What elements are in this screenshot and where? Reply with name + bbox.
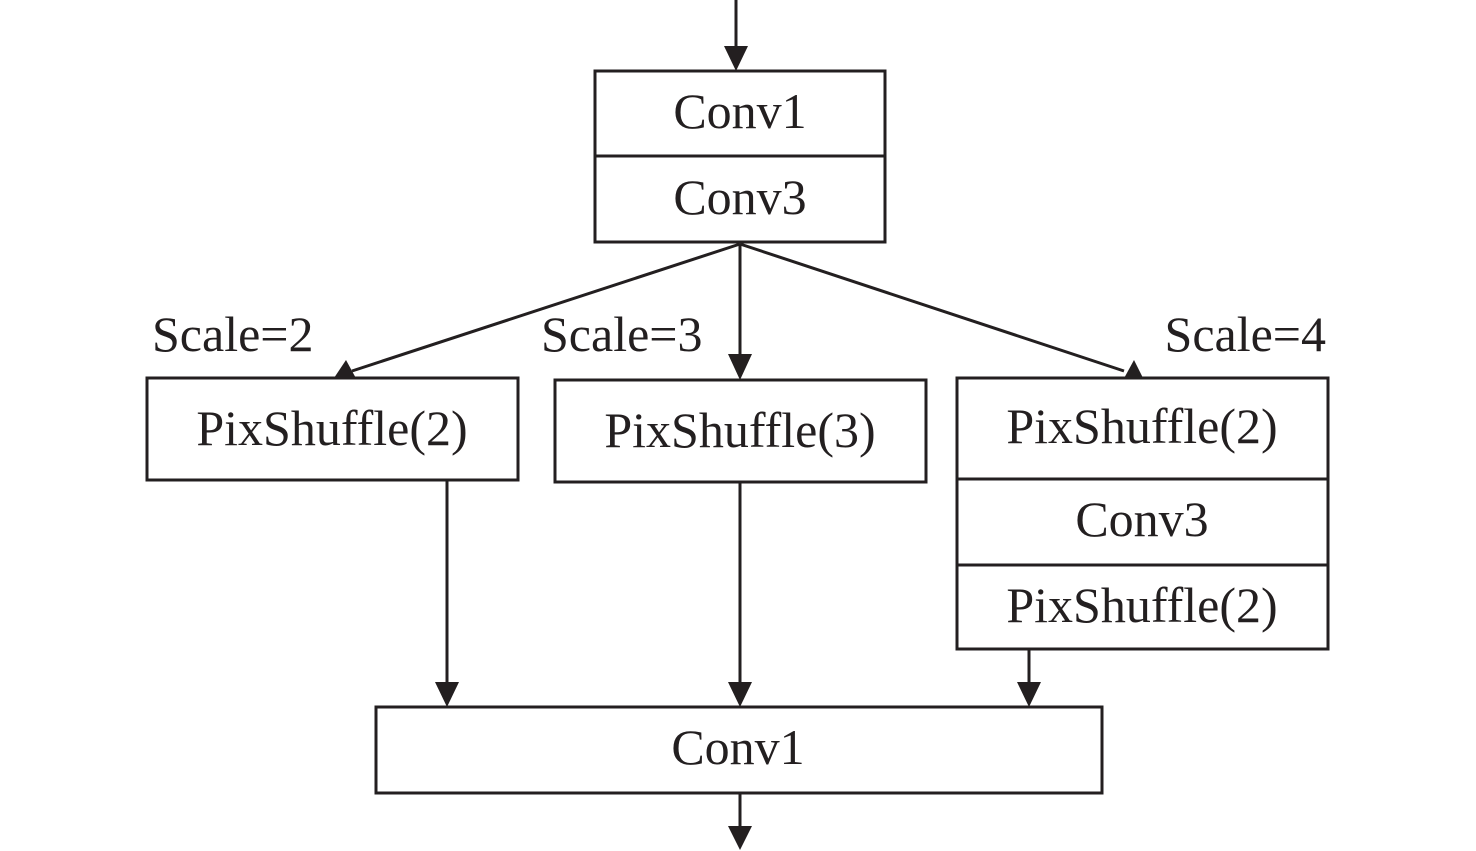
arrowhead-scale2-conv1 (435, 682, 459, 707)
branch-scale2-box (145, 376, 520, 482)
branch-scale3: PixShuffle(3) (553, 378, 928, 484)
top-block: Conv1 Conv3 (593, 69, 887, 244)
arrowhead-scale4-conv1 (1017, 682, 1041, 707)
top-conv3-label: Conv3 (673, 169, 806, 225)
fanout-arrows (334, 242, 1143, 382)
branch-scale4-box (955, 376, 1330, 651)
branch-scale3-box (553, 378, 928, 484)
branch-scale3-pixshuffle-label: PixShuffle(3) (604, 402, 875, 458)
input-arrow (724, 0, 748, 71)
converge-arrows (435, 480, 1041, 707)
arrow-to-scale4 (739, 242, 1125, 373)
scale3-label: Scale=3 (541, 306, 702, 362)
arrowhead-scale3-conv1 (728, 682, 752, 707)
arrowhead-scale3 (728, 354, 752, 380)
branch-scale4-pixshuffle-1-label: PixShuffle(2) (1006, 398, 1277, 454)
arrow-to-scale2 (351, 242, 741, 373)
bottom-conv1-label: Conv1 (671, 719, 804, 775)
bottom-block-box (374, 705, 1104, 795)
scale2-label: Scale=2 (152, 306, 313, 362)
branch-scale4-pixshuffle-2-label: PixShuffle(2) (1006, 577, 1277, 633)
top-conv1-label: Conv1 (673, 83, 806, 139)
branch-scale4-conv3-label: Conv3 (1075, 491, 1208, 547)
branch-scale2: PixShuffle(2) (145, 376, 520, 482)
scale4-label: Scale=4 (1165, 306, 1326, 362)
bottom-block: Conv1 (374, 705, 1104, 795)
branch-scale2-pixshuffle-label: PixShuffle(2) (196, 400, 467, 456)
output-arrow (728, 793, 752, 850)
branch-scale4: PixShuffle(2) Conv3 PixShuffle(2) (955, 376, 1330, 651)
